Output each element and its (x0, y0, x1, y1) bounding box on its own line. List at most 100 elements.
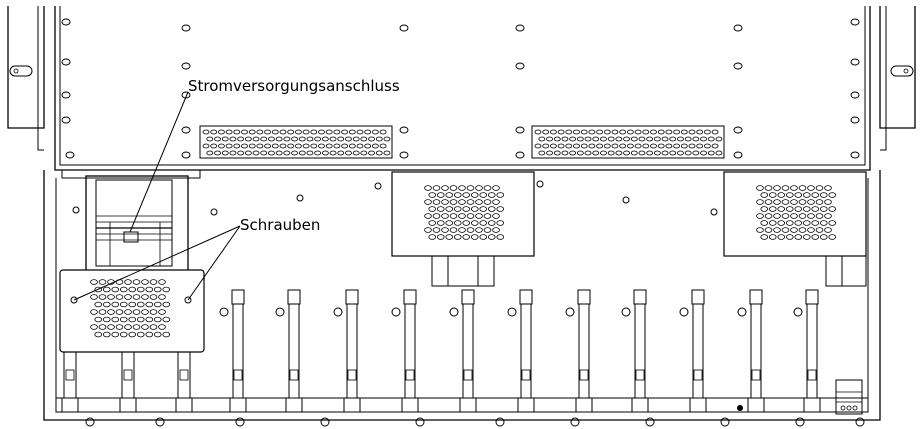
vent-hole (569, 150, 577, 156)
vent-hole (785, 220, 794, 226)
vent-hole (424, 185, 432, 191)
vent-hole (158, 309, 166, 315)
vent-hole (815, 199, 824, 205)
vent-hole (638, 150, 646, 156)
vent-hole (802, 234, 811, 240)
vent-hole (768, 234, 777, 240)
vent-hole (798, 213, 807, 219)
vent-hole (475, 213, 483, 219)
vent-hole (479, 206, 488, 212)
vent-hole (790, 199, 798, 205)
vent-hole (688, 129, 696, 135)
vent-hole (158, 294, 166, 300)
vent-hole (287, 129, 295, 135)
vent-hole (584, 136, 592, 142)
vent-hole (584, 150, 592, 156)
vent-hole (318, 129, 325, 135)
vent-hole (542, 143, 550, 149)
vent-hole (441, 199, 449, 205)
vent-hole (268, 150, 275, 156)
vent-hole (436, 206, 445, 212)
vent-hole (790, 213, 798, 219)
vent-hole (458, 185, 466, 191)
vent-hole (119, 301, 128, 308)
vent-hole (360, 136, 368, 142)
vent-hole (111, 316, 120, 323)
vent-hole (264, 129, 272, 135)
vent-hole (828, 206, 837, 212)
vent-hole (824, 227, 832, 233)
vent-hole (466, 199, 475, 205)
vent-hole (790, 185, 798, 191)
vent-hole (229, 150, 237, 156)
vent-hole (256, 143, 264, 149)
vent-hole (828, 192, 837, 198)
vent-hole (596, 143, 603, 149)
vent-hole (233, 129, 241, 135)
vent-hole (325, 129, 333, 135)
vent-hole (225, 129, 233, 135)
vent-hole (657, 129, 665, 135)
vent-hole (592, 136, 600, 142)
vent-hole (325, 143, 333, 149)
vent-hole (615, 150, 623, 156)
vent-hole (348, 129, 356, 135)
vent-hole (665, 143, 673, 149)
vent-hole (428, 220, 437, 226)
vent-hole (128, 286, 137, 293)
vent-hole (794, 192, 803, 198)
vent-hole (479, 234, 488, 240)
left-rail (7, 6, 45, 151)
vent-hole (136, 316, 145, 323)
vent-hole (119, 286, 128, 293)
vent-hole (368, 150, 375, 156)
vent-hole (462, 192, 471, 198)
vent-hole (627, 143, 634, 149)
vent-hole (707, 136, 715, 142)
slot-module (565, 289, 593, 413)
vent-hole (329, 150, 337, 156)
vent-hole (773, 213, 781, 219)
vent-hole (807, 213, 815, 219)
vent-hole (756, 185, 764, 191)
vent-hole (756, 199, 764, 205)
vent-hole (141, 309, 149, 315)
tray-hole (710, 208, 718, 216)
vent-hole (294, 143, 302, 149)
vent-hole (790, 227, 798, 233)
vent-hole (352, 136, 360, 142)
vent-hole (132, 324, 141, 330)
vent-hole (111, 286, 120, 293)
screw-hole (850, 91, 860, 99)
vent-hole (283, 136, 291, 142)
vent-hole (458, 213, 466, 219)
vent-hole (356, 129, 364, 135)
vent-hole (756, 213, 764, 219)
vent-hole (657, 143, 665, 149)
screw-hole (181, 62, 191, 70)
vent-hole (383, 150, 391, 156)
vent-hole (619, 143, 627, 149)
vent-hole (634, 143, 642, 149)
vent-hole (153, 331, 162, 338)
vent-hole (483, 199, 492, 205)
screw-hole (850, 151, 860, 159)
vent-hole (777, 192, 786, 198)
vent-hole (102, 286, 111, 293)
vent-hole (102, 331, 111, 338)
vent-hole (94, 316, 103, 323)
vent-hole (453, 234, 462, 240)
vent-hole (619, 129, 627, 135)
vent-hole (98, 309, 107, 315)
vent-hole (487, 192, 496, 198)
vent-hole (107, 324, 115, 330)
vent-hole (479, 192, 488, 198)
vent-hole (445, 192, 454, 198)
vent-hole (704, 143, 711, 149)
vent-hole (607, 136, 615, 142)
vent-hole (225, 143, 233, 149)
power-connector-label: Stromversorgungsanschluss (188, 77, 400, 95)
vent-hole (607, 150, 615, 156)
vent-hole (94, 301, 103, 308)
right-rail (879, 6, 916, 151)
